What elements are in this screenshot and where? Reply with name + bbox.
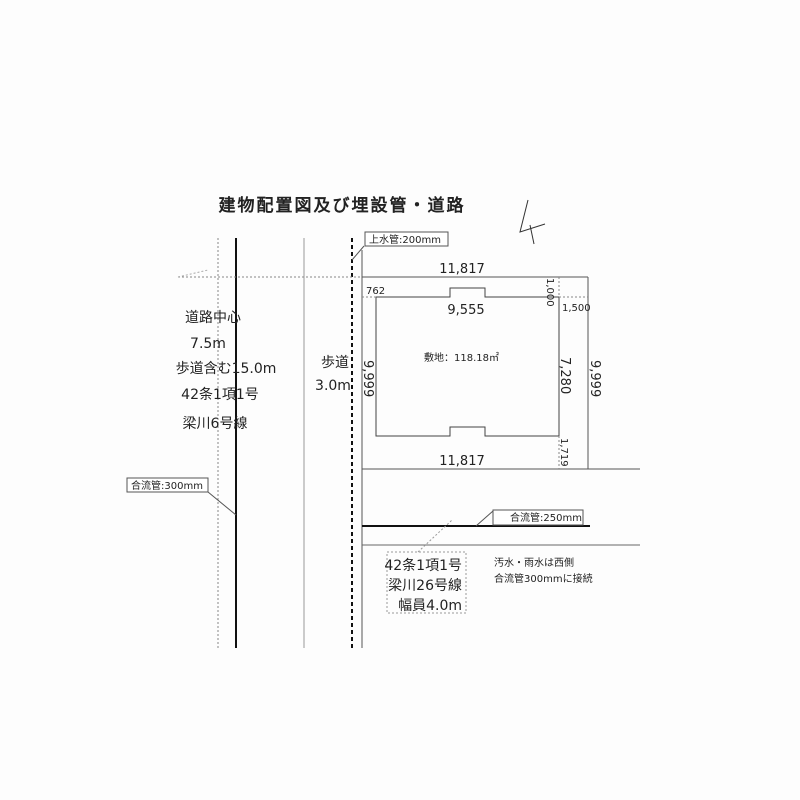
dim-south-offset: 1,719	[558, 438, 569, 467]
water-pipe-label: 上水管:200mm	[351, 231, 449, 261]
site-area: 敷地：118.18㎡	[424, 351, 499, 364]
drawing-title: 建物配置図及び埋設管・道路	[219, 195, 466, 216]
dim-top-width: 11,817	[439, 262, 485, 277]
south-road-line3: 幅員4.0m	[398, 598, 462, 614]
drainage-note: 汚水・雨水は西側 合流管300mmに接続	[494, 556, 593, 585]
west-road-line3: 歩道含む15.0m	[176, 361, 277, 377]
note-line2: 合流管300mmに接続	[494, 572, 593, 585]
leader-line	[417, 519, 453, 553]
extension-line	[177, 269, 209, 278]
dim-west-offset: 762	[366, 286, 385, 297]
sidewalk-info: 歩道 3.0m	[315, 355, 351, 394]
north-arrow-icon	[519, 199, 546, 245]
west-road-line1: 道路中心	[185, 310, 241, 326]
dim-right-depth: 9,999	[587, 360, 602, 397]
combined-pipe-west-label: 合流管:300mm	[126, 477, 237, 516]
south-road-line2: 梁川26号線	[388, 578, 462, 594]
sidewalk-line2: 3.0m	[315, 378, 351, 394]
dim-building-width: 9,555	[447, 303, 484, 318]
water-pipe-text: 上水管:200mm	[369, 233, 441, 246]
west-road-line5: 梁川6号線	[183, 416, 248, 432]
combined-pipe-west-text: 合流管:300mm	[131, 479, 203, 492]
sidewalk-line1: 歩道	[321, 355, 349, 371]
dim-left-depth: 9,999	[360, 360, 375, 397]
dim-building-depth: 7,280	[557, 357, 572, 394]
combined-pipe-south-label: 合流管:250mm	[475, 509, 584, 527]
west-road-line2: 7.5m	[190, 336, 226, 352]
dim-bottom-width: 11,817	[439, 454, 485, 469]
west-road-info: 道路中心 7.5m 歩道含む15.0m 42条1項1号 梁川6号線	[176, 310, 277, 432]
combined-pipe-south-text: 合流管:250mm	[510, 511, 582, 524]
south-road-info: 42条1項1号 梁川26号線 幅員4.0m	[384, 551, 467, 614]
dim-east-offset: 1,500	[562, 303, 591, 314]
note-line1: 汚水・雨水は西側	[494, 556, 574, 569]
west-road-line4: 42条1項1号	[181, 386, 259, 403]
dim-north-offset: 1,000	[544, 278, 555, 307]
south-road-line1: 42条1項1号	[384, 557, 462, 574]
